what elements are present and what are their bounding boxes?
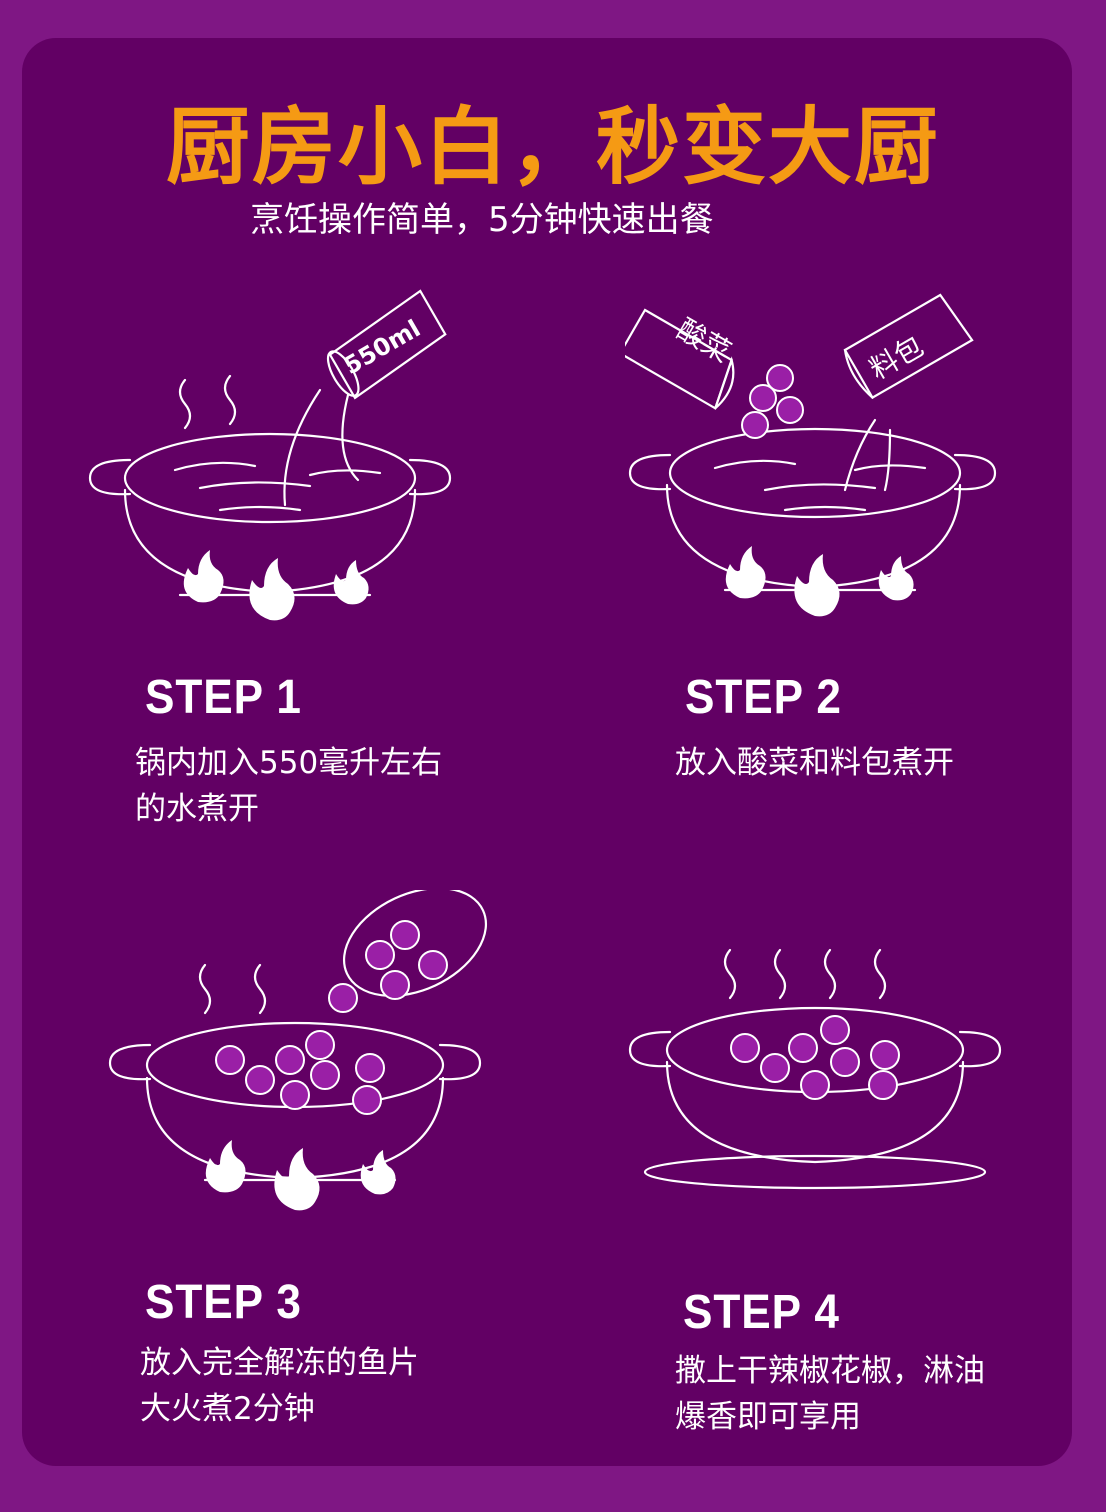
step3-description: 放入完全解冻的鱼片 大火煮2分钟 — [140, 1345, 419, 1427]
page-title: 厨房小白，秒变大厨 — [165, 98, 940, 196]
step4-description: 撒上干辣椒花椒，淋油 爆香即可享用 — [675, 1353, 985, 1435]
step2-title: STEP 2 — [685, 671, 842, 724]
step2-description: 放入酸菜和料包煮开 — [675, 745, 954, 781]
step2-pot-illustration: 酸菜 料包 — [625, 293, 997, 617]
bag2-label: 料包 — [864, 329, 929, 386]
page-subtitle: 烹饪操作简单，5分钟快速出餐 — [250, 200, 714, 240]
step1-pot-illustration: 550ml — [88, 289, 452, 621]
step4-title: STEP 4 — [683, 1286, 840, 1339]
cup-label: 550ml — [339, 314, 425, 380]
content-card — [22, 38, 1072, 1466]
step1-title: STEP 1 — [145, 671, 302, 724]
step3-title: STEP 3 — [145, 1276, 302, 1329]
step3-pot-illustration — [108, 890, 488, 1211]
step1-description: 锅内加入550毫升左右 的水煮开 — [135, 745, 443, 827]
step4-pot-illustration — [628, 948, 1002, 1190]
bag1-label: 酸菜 — [672, 312, 737, 369]
